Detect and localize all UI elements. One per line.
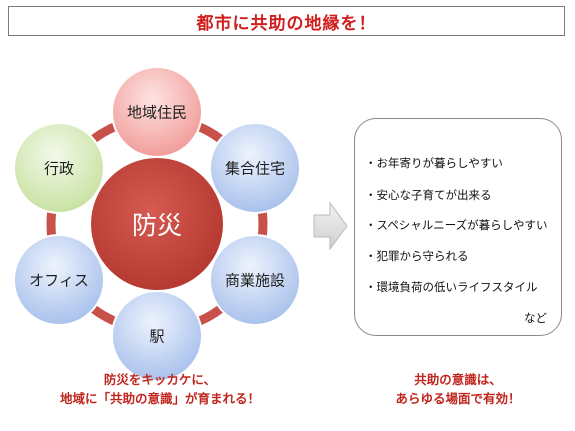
caption-left-line1: 防災をキッカケに、 [103, 372, 217, 387]
node-label-government: 行政 [43, 159, 75, 178]
list-item: ・スペシャルニーズが暮らしやすい [365, 218, 548, 232]
caption-right-line2: あらゆる場面で有効！ [395, 391, 521, 406]
center-label: 防災 [131, 211, 183, 240]
arrow-right-icon [313, 201, 348, 251]
node-label-commercial: 商業施設 [224, 271, 286, 290]
node-circle-office [13, 234, 105, 326]
caption-left-line2: 地域に「共助の意識」が育まれる！ [60, 391, 261, 406]
node-label-office: オフィス [29, 271, 89, 290]
node-circle-station [111, 290, 203, 382]
node-label-station: 駅 [149, 327, 165, 346]
node-circle-apartments [209, 122, 301, 214]
caption-right-line1: 共助の意識は、 [414, 372, 502, 387]
list-tail: など [524, 311, 547, 325]
list-item: ・犯罪から守られる [365, 249, 469, 263]
node-circle-residents [111, 66, 203, 158]
title-box: 都市に共助の地縁を！ [8, 6, 565, 36]
list-item: ・安心な子育てが出来る [365, 188, 492, 202]
node-label-residents: 地域住民 [126, 103, 188, 122]
node-circle-government [13, 122, 105, 214]
node-label-apartments: 集合住宅 [224, 159, 286, 178]
node-circle-commercial [209, 234, 301, 326]
page-title: 都市に共助の地縁を！ [196, 13, 377, 34]
effects-box: ・お年寄りが暮らしやすい ・安心な子育てが出来る ・スペシャルニーズが暮らしやす… [354, 118, 562, 336]
caption-left: 防災をキッカケに、 地域に「共助の意識」が育まれる！ [60, 370, 260, 408]
list-item: ・環境負荷の低いライフスタイル [365, 280, 538, 294]
center-circle [91, 158, 223, 290]
list-item: ・お年寄りが暮らしやすい [365, 156, 503, 170]
caption-right: 共助の意識は、 あらゆる場面で有効！ [373, 370, 543, 408]
